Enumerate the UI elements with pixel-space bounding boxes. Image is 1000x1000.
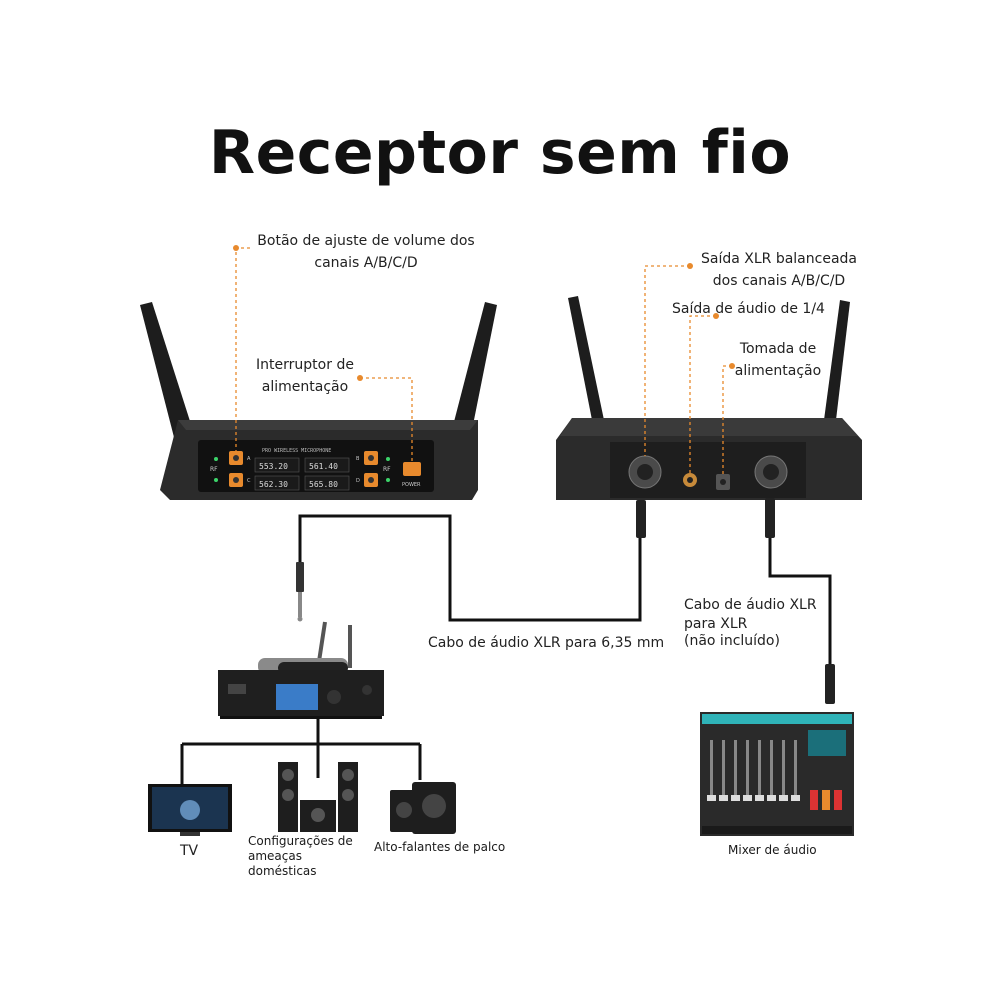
cable-label-xlr-to-xlr-line1: Cabo de áudio XLR [684,597,817,613]
callout-power-switch: Interruptor de alimentação [250,354,360,398]
cable-label-xlr-to-xlr-line2: para XLR [684,616,748,632]
cable-label-xlr-to-635: Cabo de áudio XLR para 6,35 mm [428,635,665,651]
amplifier [218,621,384,719]
label-stage: Alto-falantes de palco [374,840,506,854]
freq-c: 562.30 [259,480,288,489]
label-home-line2: ameaças domésticas [248,849,317,878]
callout-power-switch-line1: Interruptor de [256,357,354,373]
channel-b-label: B [356,456,360,462]
brand-text: PRO WIRELESS MICROPHONE [262,448,331,454]
callout-volume: Botão de ajuste de volume dos canais A/B… [246,230,486,274]
label-mixer: Mixer de áudio [728,843,817,857]
callout-xlr-out-line1: Saída XLR balanceada [700,251,857,267]
callout-power-jack-line2: alimentação [734,363,822,379]
not-included-label: (não incluído) [684,633,780,649]
mixer-image [700,712,854,836]
tv-image [148,784,232,836]
stage-speakers [390,782,456,834]
receiver-rear [556,296,862,500]
callout-power-switch-line2: alimentação [261,379,349,395]
cable-label-xlr-to-xlr: Cabo de áudio XLR para XLR (não incluído… [684,594,834,650]
label-home: Configurações de ameaças domésticas [248,834,372,879]
callout-xlr-out: Saída XLR balanceada dos canais A/B/C/D [690,248,868,292]
label-home-line1: Configurações de [248,834,353,848]
callout-volume-line1: Botão de ajuste de volume dos [257,233,475,249]
channel-c-label: C [247,478,251,484]
distribution-lines [180,718,422,784]
callout-volume-line2: canais A/B/C/D [314,255,418,271]
callout-xlr-out-line2: dos canais A/B/C/D [712,273,846,289]
home-speakers [278,762,358,832]
callout-power-jack-line1: Tomada de [739,341,817,357]
callout-quarter-out: Saída de áudio de 1/4 [672,301,825,317]
channel-a-label: A [247,456,251,462]
freq-a: 553.20 [259,462,288,471]
freq-b: 561.40 [309,462,338,471]
cable-xlr-to-xlr [768,500,832,680]
cable-xlr-to-635 [298,514,642,622]
page-title: Receptor sem fio [208,118,792,188]
power-label: POWER [402,482,421,488]
freq-d: 565.80 [309,480,338,489]
callout-power-jack: Tomada de alimentação [726,338,830,382]
label-tv: TV [180,843,199,859]
rf-label-right: RF [383,466,391,473]
receiver-front: PRO WIRELESS MICROPHONE RF RF A B C D 55… [140,302,497,500]
rf-label-left: RF [210,466,218,473]
channel-d-label: D [356,478,360,484]
